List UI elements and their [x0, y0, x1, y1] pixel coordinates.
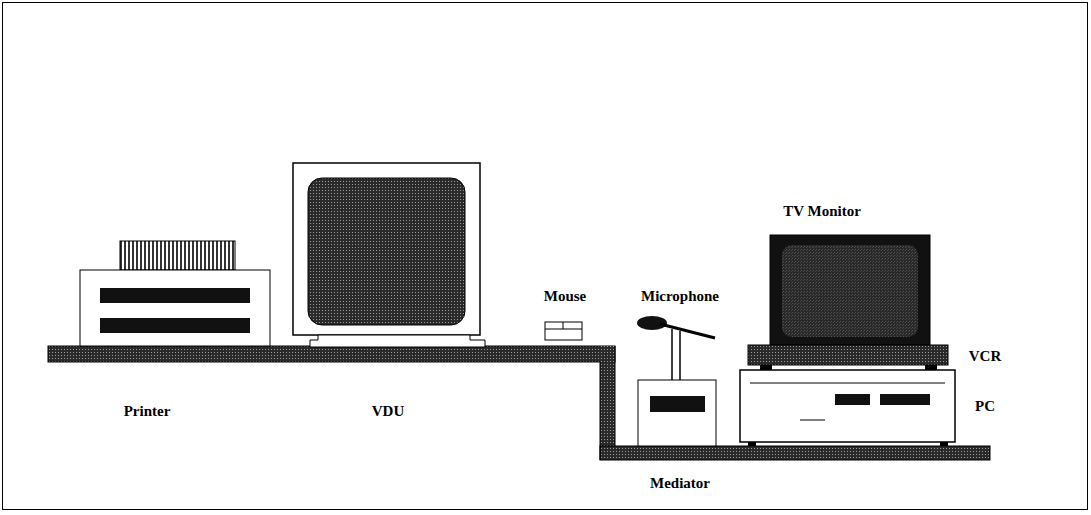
mouse-illustration: [545, 322, 582, 340]
part-label: PC: [975, 398, 995, 415]
part-label: Microphone: [641, 288, 719, 305]
part-label: TV Monitor: [783, 203, 861, 220]
part-label: Mediator: [650, 475, 710, 492]
part-label: Printer: [124, 403, 171, 420]
part-label: VCR: [969, 348, 1002, 365]
mediator-illustration: [638, 380, 716, 446]
vdu-illustration: [293, 163, 485, 347]
vcr-illustration: [748, 345, 948, 370]
part-label: VDU: [372, 403, 405, 420]
tv-monitor-illustration: [770, 235, 930, 345]
microphone-illustration: [637, 316, 715, 380]
part-label: Mouse: [544, 288, 587, 305]
desk: [48, 346, 990, 460]
frame: [3, 3, 1088, 510]
printer-illustration: [80, 241, 270, 346]
pc-illustration: [740, 370, 955, 446]
